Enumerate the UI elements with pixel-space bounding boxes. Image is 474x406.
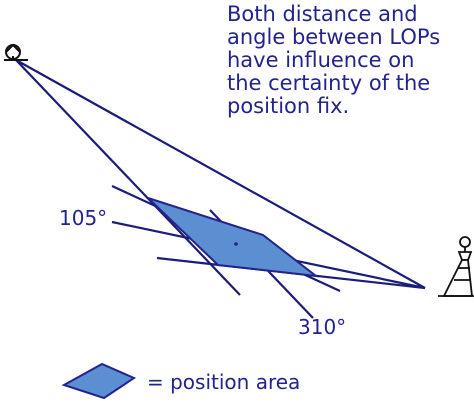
position-area	[147, 197, 320, 278]
legend-position-area-swatch	[61, 362, 137, 400]
legend-label: = position area	[147, 370, 300, 394]
caption-line-2: angle between LOPs	[227, 25, 440, 49]
caption-line-3: have influence on	[227, 48, 414, 72]
bearing-label-105: 105°	[59, 206, 107, 230]
lop-upper-from-left-landmark	[15, 59, 426, 289]
bearing-label-310: 310°	[298, 315, 346, 339]
legend: = position area	[61, 362, 300, 400]
caption-block: Both distance and angle between LOPs hav…	[227, 2, 440, 118]
lighthouse-icon	[4, 43, 28, 61]
caption-line-1: Both distance and	[227, 2, 418, 26]
beacon-tower-icon	[438, 236, 474, 297]
position-fix-dot	[234, 242, 238, 246]
lines-of-position	[15, 59, 426, 319]
caption-line-5: position fix.	[227, 94, 349, 118]
caption-line-4: the certainty of the	[227, 71, 430, 95]
lop-steep-from-left-landmark	[15, 59, 241, 296]
